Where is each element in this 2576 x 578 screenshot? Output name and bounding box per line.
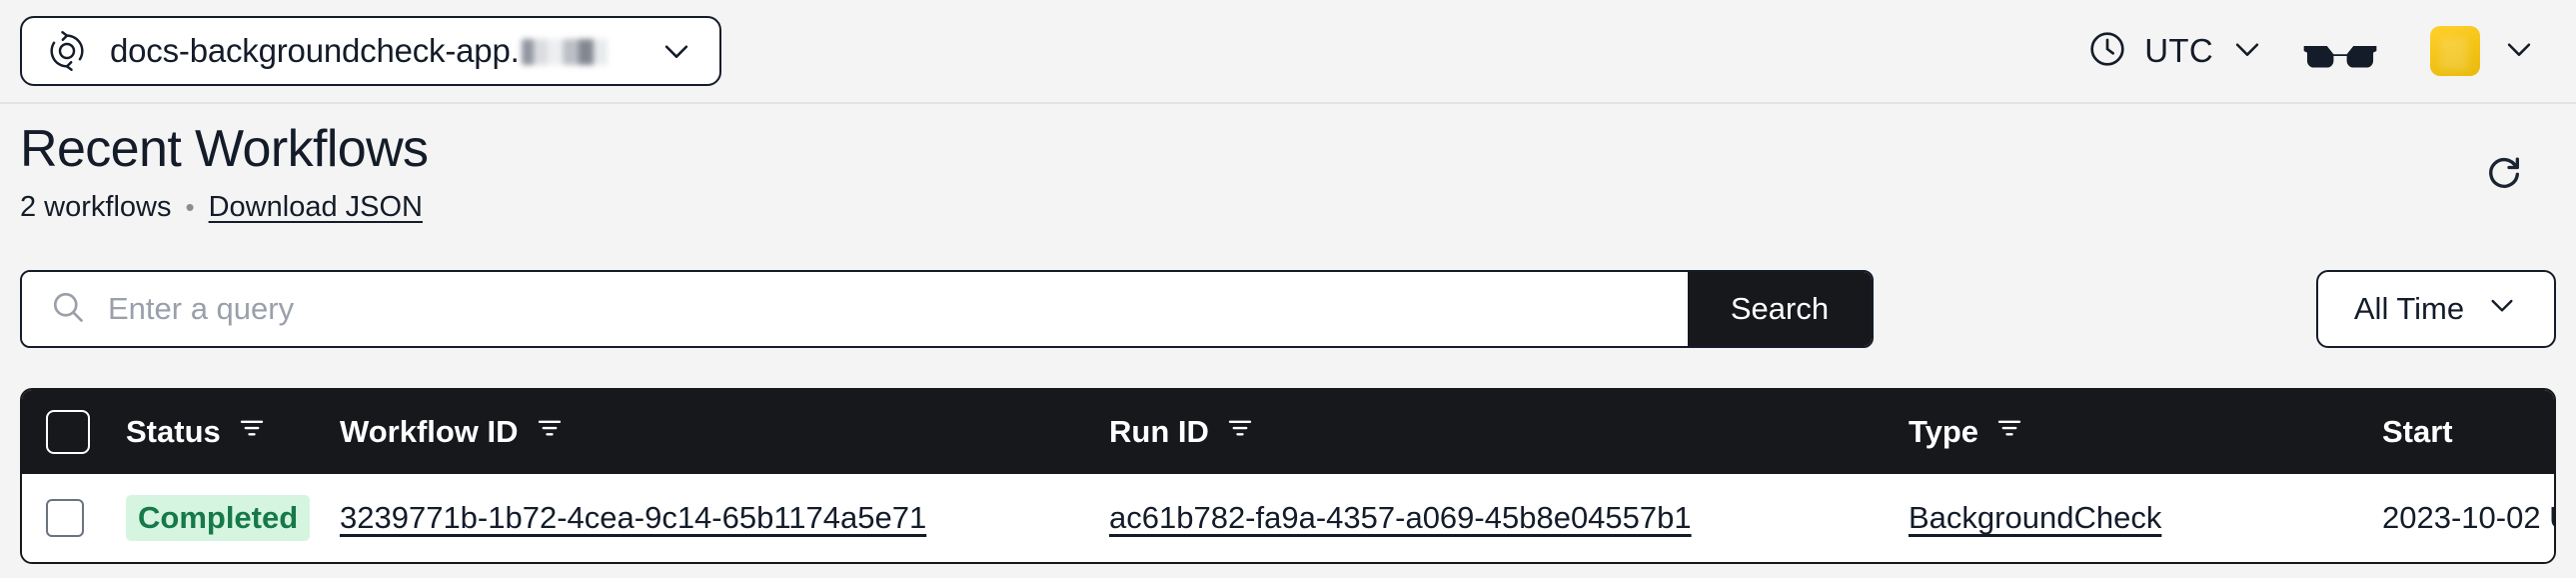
column-header-start[interactable]: Start xyxy=(2358,390,2554,474)
top-navigation-bar: docs-backgroundcheck-app. UTC xyxy=(0,0,2576,104)
column-header-workflow-id[interactable]: Workflow ID xyxy=(340,390,1109,474)
column-label-run-id: Run ID xyxy=(1109,414,1209,449)
timezone-selector[interactable]: UTC xyxy=(2087,29,2302,74)
page-title: Recent Workflows xyxy=(20,120,429,178)
download-json-link[interactable]: Download JSON xyxy=(208,190,423,223)
select-all-header xyxy=(22,390,126,474)
search-button[interactable]: Search xyxy=(1688,272,1872,346)
filter-icon[interactable] xyxy=(535,413,565,451)
cell-type: BackgroundCheck xyxy=(1909,474,2358,562)
user-menu[interactable] xyxy=(2430,26,2536,76)
column-header-status[interactable]: Status xyxy=(126,390,340,474)
workflow-count: 2 workflows xyxy=(20,190,172,223)
search-box: Search xyxy=(20,270,1874,348)
search-icon xyxy=(50,289,86,330)
glasses-icon[interactable] xyxy=(2302,25,2378,77)
column-label-workflow-id: Workflow ID xyxy=(340,414,519,449)
time-range-label: All Time xyxy=(2353,291,2465,326)
run-id-link[interactable]: ac61b782-fa9a-4357-a069-45b8e04557b1 xyxy=(1109,500,1692,535)
time-range-dropdown[interactable]: All Time xyxy=(2316,270,2556,348)
row-checkbox[interactable] xyxy=(46,499,84,537)
cell-start: 2023-10-02 UT xyxy=(2358,474,2554,562)
table-header-row: Status Workflow ID xyxy=(22,390,2554,474)
search-field[interactable] xyxy=(22,272,1688,346)
column-label-type: Type xyxy=(1909,414,1979,449)
timezone-label: UTC xyxy=(2144,32,2213,69)
refresh-icon xyxy=(2484,150,2524,195)
topbar-right-controls: UTC xyxy=(2087,25,2536,77)
column-header-type[interactable]: Type xyxy=(1909,390,2358,474)
cell-status: Completed xyxy=(126,474,340,562)
cell-run-id: ac61b782-fa9a-4357-a069-45b8e04557b1 xyxy=(1109,474,1909,562)
clock-icon xyxy=(2087,29,2127,74)
namespace-label: docs-backgroundcheck-app. xyxy=(110,32,608,70)
refresh-button[interactable] xyxy=(2476,144,2532,200)
column-label-status: Status xyxy=(126,414,221,449)
chevron-down-icon xyxy=(659,34,693,68)
column-header-run-id[interactable]: Run ID xyxy=(1109,390,1909,474)
workflows-table: Status Workflow ID xyxy=(20,388,2556,564)
filter-icon[interactable] xyxy=(237,413,267,451)
filter-icon[interactable] xyxy=(1225,413,1255,451)
cell-workflow-id: 3239771b-1b72-4cea-9c14-65b1174a5e71 xyxy=(340,474,1109,562)
row-select-cell xyxy=(22,474,126,562)
select-all-checkbox[interactable] xyxy=(46,410,90,454)
namespace-redacted-text xyxy=(521,39,608,65)
column-label-start: Start xyxy=(2382,414,2453,449)
search-input[interactable] xyxy=(108,272,1688,346)
chevron-down-icon xyxy=(2486,289,2518,329)
temporal-circular-arrows-icon xyxy=(46,30,88,72)
chevron-down-icon xyxy=(2502,32,2536,71)
avatar xyxy=(2430,26,2480,76)
namespace-selector[interactable]: docs-backgroundcheck-app. xyxy=(20,16,721,86)
page-subtitle: 2 workflows • Download JSON xyxy=(20,191,2556,224)
separator-dot: • xyxy=(185,192,195,223)
page-header: Recent Workflows 2 workflows • Download … xyxy=(20,122,2556,224)
status-badge: Completed xyxy=(126,495,311,541)
workflow-id-link[interactable]: 3239771b-1b72-4cea-9c14-65b1174a5e71 xyxy=(340,500,927,535)
workflow-type-link[interactable]: BackgroundCheck xyxy=(1909,500,2162,535)
search-toolbar: Search All Time xyxy=(20,270,2556,348)
chevron-down-icon xyxy=(2230,32,2264,71)
filter-icon[interactable] xyxy=(1994,413,2024,451)
table-row[interactable]: Completed 3239771b-1b72-4cea-9c14-65b117… xyxy=(22,474,2554,562)
